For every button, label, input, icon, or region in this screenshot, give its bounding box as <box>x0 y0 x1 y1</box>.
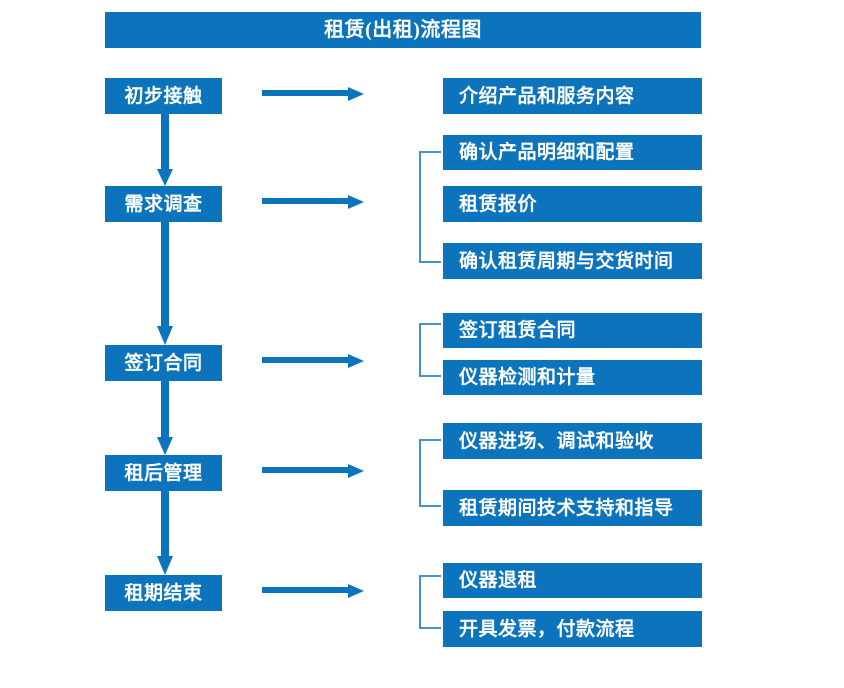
detail-box-2-2[interactable]: 租赁报价 <box>443 186 702 222</box>
detail-box-3-2[interactable]: 仪器检测和计量 <box>443 360 702 395</box>
group-bracket-stage4 <box>417 438 443 508</box>
detail-box-2-3[interactable]: 确认租赁周期与交货时间 <box>443 243 702 279</box>
detail-box-2-1[interactable]: 确认产品明细和配置 <box>443 135 702 170</box>
stage-box-5[interactable]: 租期结束 <box>105 575 222 611</box>
stage-box-4[interactable]: 租后管理 <box>105 455 222 491</box>
stage-box-1[interactable]: 初步接触 <box>105 78 222 114</box>
horizontal-arrow-stage3 <box>262 352 366 370</box>
horizontal-arrow-stage4 <box>262 462 366 480</box>
detail-box-5-1[interactable]: 仪器退租 <box>443 563 702 598</box>
vertical-arrow-stage2-to-stage3 <box>150 222 180 347</box>
detail-box-5-2[interactable]: 开具发票，付款流程 <box>443 611 702 647</box>
detail-box-3-1[interactable]: 签订租赁合同 <box>443 313 702 348</box>
group-bracket-stage2 <box>417 150 443 264</box>
vertical-arrow-stage1-to-stage2 <box>150 114 180 188</box>
horizontal-arrow-stage2 <box>262 193 366 211</box>
detail-box-1-1[interactable]: 介绍产品和服务内容 <box>443 78 702 114</box>
horizontal-arrow-stage1 <box>262 85 366 103</box>
group-bracket-stage5 <box>417 574 443 630</box>
horizontal-arrow-stage5 <box>262 582 366 600</box>
detail-box-4-1[interactable]: 仪器进场、调试和验收 <box>443 423 702 459</box>
vertical-arrow-stage4-to-stage5 <box>150 491 180 577</box>
detail-box-4-2[interactable]: 租赁期间技术支持和指导 <box>443 490 702 526</box>
stage-box-3[interactable]: 签订合同 <box>105 345 222 381</box>
stage-box-2[interactable]: 需求调查 <box>105 186 222 222</box>
group-bracket-stage3 <box>417 322 443 378</box>
diagram-title: 租赁(出租)流程图 <box>105 12 701 48</box>
vertical-arrow-stage3-to-stage4 <box>150 381 180 457</box>
